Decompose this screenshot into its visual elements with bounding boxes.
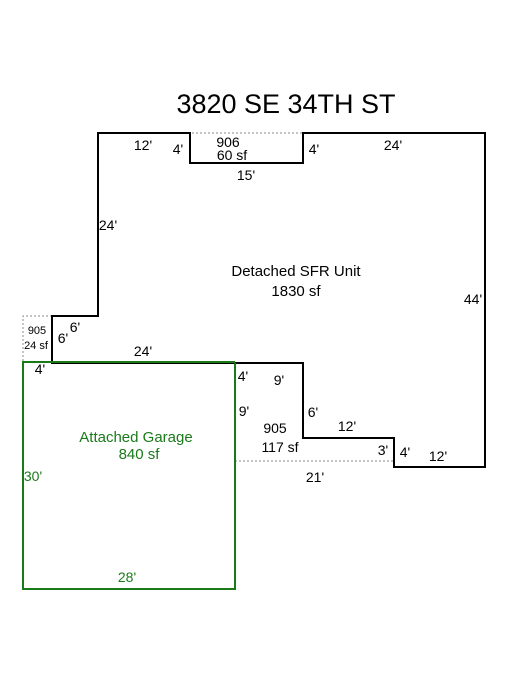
garage-dim-top: 4': [35, 361, 45, 377]
dim-left-upper: 24': [99, 217, 117, 233]
dim-left-bottom: 24': [134, 343, 152, 359]
attached-garage-outline: [22, 361, 236, 590]
dim-mid-4: 4': [238, 368, 248, 384]
area-905-large-size: 117 sf: [261, 439, 298, 455]
dim-mid-12: 12': [338, 418, 356, 434]
dim-notch-right: 4': [309, 141, 319, 157]
garage-name-label: Attached Garage: [79, 429, 192, 446]
dim-bottom-21: 21': [306, 469, 324, 485]
dim-bottom-right: 12': [429, 448, 447, 464]
dim-jog-3: 3': [378, 442, 388, 458]
dim-top-left: 12': [134, 137, 152, 153]
garage-dim-left: 30': [24, 468, 42, 484]
dim-mid-9-vertical: 9': [239, 403, 249, 419]
dim-mid-9-horizontal: 9': [274, 372, 284, 388]
dim-notch-bottom: 15': [237, 167, 255, 183]
area-905-large-code: 905: [263, 420, 287, 436]
area-906-code: 906: [216, 134, 240, 150]
area-905-small-code: 905: [28, 325, 46, 337]
garage-dim-bottom: 28': [118, 569, 136, 585]
detached-sfr-outline: [51, 132, 486, 468]
dim-mid-6: 6': [308, 404, 318, 420]
dim-step-b: 6': [58, 330, 68, 346]
dim-top-right: 24': [384, 137, 402, 153]
garage-area-label: 840 sf: [119, 446, 161, 463]
property-address-title: 3820 SE 34TH ST: [176, 89, 395, 119]
dim-step-a: 6': [70, 319, 80, 335]
area-906-size: 60 sf: [217, 147, 247, 163]
house-name-label: Detached SFR Unit: [231, 263, 361, 280]
dim-notch-left: 4': [173, 141, 183, 157]
dim-jog-4: 4': [400, 444, 410, 460]
area-905-small-size: 24 sf: [24, 340, 49, 352]
house-area-label: 1830 sf: [271, 283, 321, 300]
area-905-small-outline: [22, 315, 52, 362]
dim-right: 44': [464, 291, 482, 307]
